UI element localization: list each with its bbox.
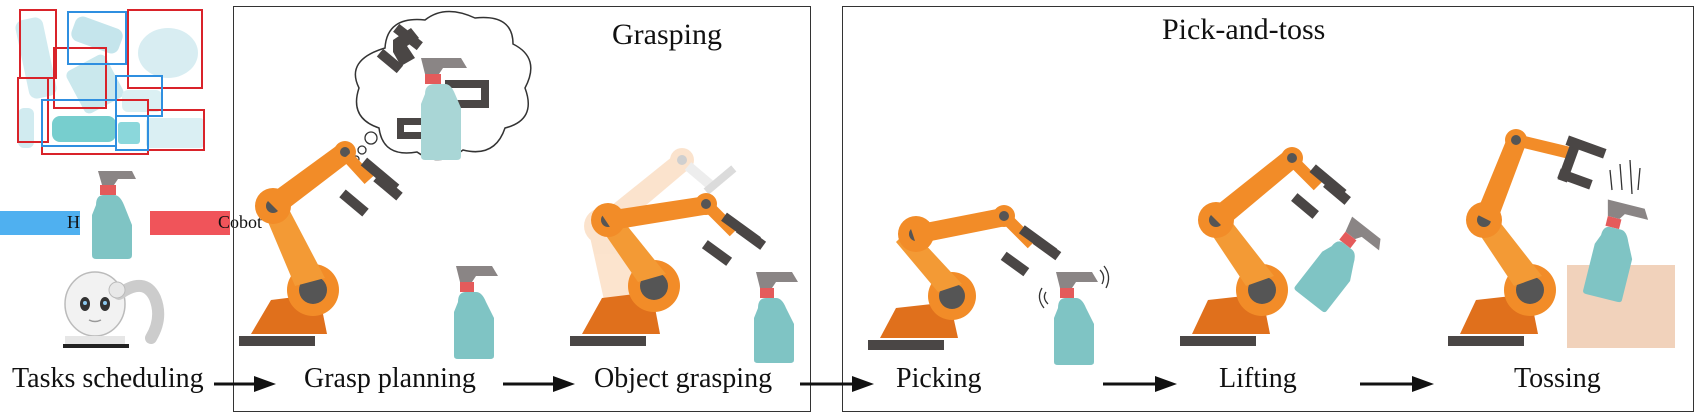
humanoid-robot-icon xyxy=(63,271,165,348)
legend-cobot-bar xyxy=(150,211,230,235)
step-label-object-grasping: Object grasping xyxy=(594,363,773,394)
spray-bottle-icon xyxy=(92,171,136,259)
detection-image xyxy=(15,8,205,158)
step-label-picking: Picking xyxy=(896,363,982,394)
spray-bottle-lifting xyxy=(1294,216,1381,313)
step-label-lifting: Lifting xyxy=(1219,363,1297,394)
robot-arm-lifting xyxy=(1180,147,1351,346)
legend-h-label: H xyxy=(67,212,80,232)
robot-arm-grasping xyxy=(570,148,767,346)
spray-bottle-grasped xyxy=(754,272,798,363)
grasping-panel xyxy=(233,6,811,412)
robot-arm-planning xyxy=(239,141,403,346)
flow-arrow-5 xyxy=(1360,376,1434,392)
spray-bottle-picking xyxy=(1038,265,1110,365)
pick-and-toss-panel xyxy=(842,6,1694,412)
spray-bottle-planning xyxy=(454,266,498,359)
flow-arrow-4 xyxy=(1103,376,1177,392)
flow-arrow-1 xyxy=(214,376,276,392)
step-label-tasks-scheduling: Tasks scheduling xyxy=(12,363,204,394)
step-label-tossing: Tossing xyxy=(1514,363,1601,394)
legend-cobot-label: Cobot xyxy=(218,212,263,232)
spray-bottle-tossing xyxy=(1583,159,1649,303)
flow-arrow-3 xyxy=(800,376,874,392)
robot-arm-tossing xyxy=(1448,129,1607,346)
grasping-panel-title: Grasping xyxy=(612,18,722,51)
detected-bottles xyxy=(15,16,204,148)
flow-arrow-2 xyxy=(503,376,575,392)
thought-cloud xyxy=(352,10,532,163)
step-label-grasp-planning: Grasp planning xyxy=(304,363,476,394)
pick-and-toss-panel-title: Pick-and-toss xyxy=(1162,13,1326,46)
robot-arm-picking xyxy=(868,205,1062,350)
legend-h-bar xyxy=(0,211,80,235)
